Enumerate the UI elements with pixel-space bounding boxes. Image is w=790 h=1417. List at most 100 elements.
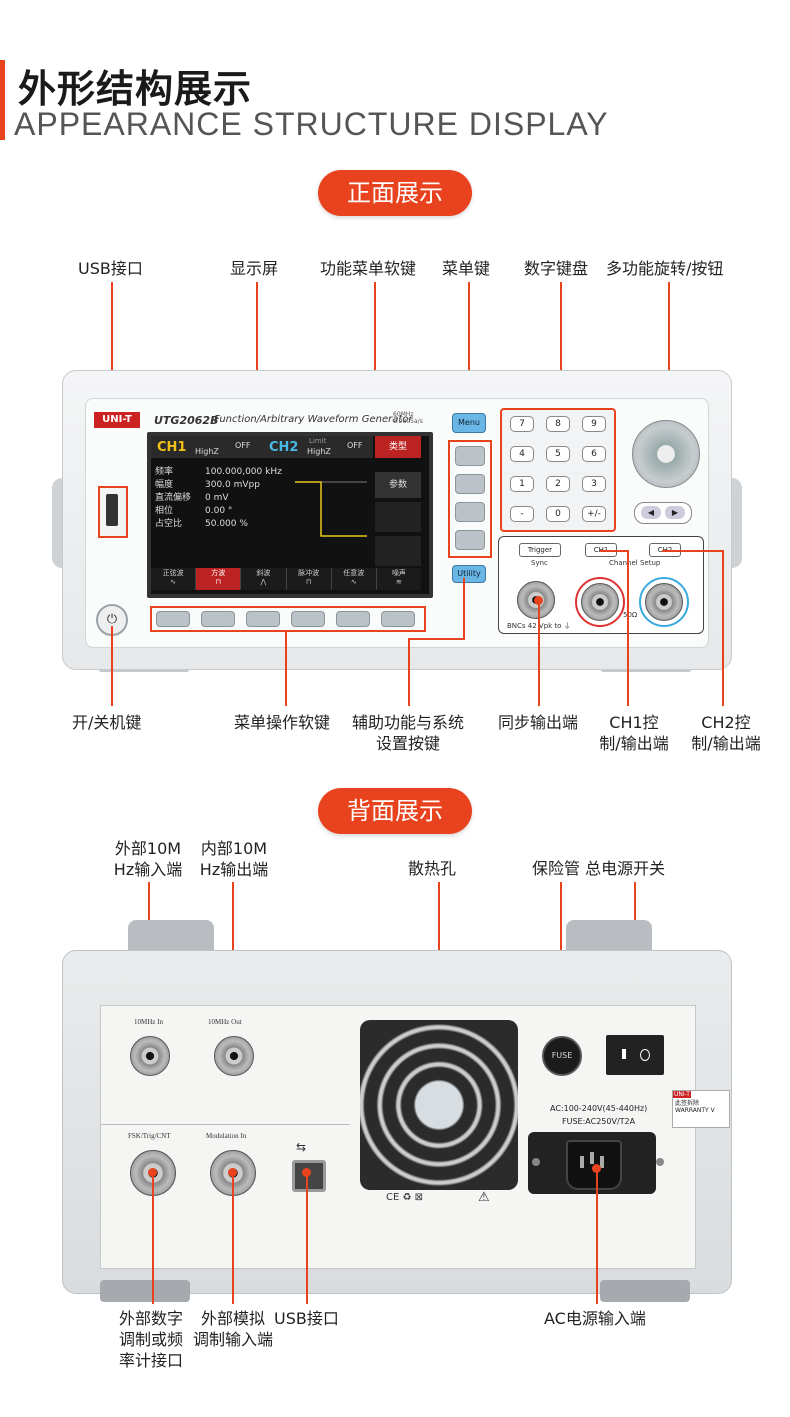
label-fsk: FSK/Trig/CNT [128, 1132, 171, 1140]
function-softkey-2[interactable] [455, 474, 485, 494]
sync-label: Sync [531, 559, 548, 567]
screen-ch2: CH2 [269, 440, 299, 455]
label-menu-softkeys: 菜单操作软键 [234, 713, 331, 732]
screen-side-empty-1 [375, 502, 421, 532]
callout-line-ac [596, 1168, 598, 1304]
utility-button[interactable]: Utility [452, 565, 486, 583]
menu-softkey-3[interactable] [246, 611, 280, 627]
ext-10mhz-in-bnc[interactable] [130, 1036, 170, 1076]
screen-channel-bar: CH1 HighZ OFF CH2 Limit HighZ OFF [151, 436, 373, 458]
label-fuse-switch: 保险管 总电源开关 [532, 859, 666, 878]
key-plus-minus[interactable]: +/- [582, 506, 606, 522]
function-softkey-3[interactable] [455, 502, 485, 522]
screen-side-empty-2 [375, 536, 421, 566]
warranty-sticker: UNI-T 此签拆除 WARRANTY V [672, 1090, 730, 1128]
main-power-switch[interactable] [606, 1035, 664, 1075]
int-10mhz-out-bnc[interactable] [214, 1036, 254, 1076]
key-7[interactable]: 7 [510, 416, 534, 432]
ac-spec: AC:100-240V(45-440Hz) [550, 1104, 648, 1113]
screw-right [656, 1158, 664, 1166]
menu-softkey-1[interactable] [156, 611, 190, 627]
rear-foot-right [600, 1280, 690, 1302]
callout-line-ch2 [722, 550, 724, 706]
key-4[interactable]: 4 [510, 446, 534, 462]
label-usb-port: USB接口 [78, 259, 143, 278]
page-subtitle: APPEARANCE STRUCTURE DISPLAY [14, 106, 609, 142]
screen-ch1-state: OFF [235, 441, 251, 450]
key-minus[interactable]: - [510, 506, 534, 522]
key-0[interactable]: 0 [546, 506, 570, 522]
page-title: 外形结构展示 [18, 67, 253, 111]
wave-tab: 噪声≋ [391, 569, 406, 586]
callout-hline-utility [408, 638, 464, 640]
ch1-output-bnc[interactable] [581, 583, 619, 621]
label-10mhz-in: 10MHz In [134, 1018, 163, 1026]
key-2[interactable]: 2 [546, 476, 570, 492]
label-display: 显示屏 [230, 259, 279, 278]
callout-dot-fsk [148, 1168, 157, 1177]
trigger-button[interactable]: Trigger [519, 543, 561, 557]
arrow-keys: ◀ ▶ [634, 502, 692, 524]
callout-dot-ac [592, 1164, 601, 1173]
rear-usb-port[interactable] [292, 1160, 326, 1192]
menu-button[interactable]: Menu [452, 413, 486, 433]
screen-ch2-limit: Limit [309, 437, 327, 445]
screen-wave-tabs: 正弦波∿ 方波⊓ 斜波⋀ 脉冲波⊓ 任意波∿ 噪声≋ [151, 568, 421, 590]
callout-line-utility [408, 638, 410, 706]
usb-icon: ⇆ [296, 1140, 307, 1154]
function-softkey-4[interactable] [455, 530, 485, 550]
key-8[interactable]: 8 [546, 416, 570, 432]
usb-port[interactable] [98, 486, 128, 538]
fuse-spec: FUSE:AC250V/T2A [562, 1117, 636, 1126]
wave-tab: 正弦波∿ [151, 568, 197, 590]
menu-softkey-6[interactable] [381, 611, 415, 627]
brand-logo: UNI-T [94, 412, 140, 428]
output-section: Trigger CH1 CH2 Sync Channel Setup 50Ω B… [498, 536, 704, 634]
ohm-label: 50Ω [623, 611, 638, 619]
ch2-output-bnc[interactable] [645, 583, 683, 621]
key-5[interactable]: 5 [546, 446, 570, 462]
callout-line-sync [538, 600, 540, 706]
menu-softkey-5[interactable] [336, 611, 370, 627]
rear-foot-left [100, 1280, 190, 1302]
sync-output-bnc[interactable] [517, 581, 555, 619]
wave-tab: 斜波⋀ [241, 568, 287, 590]
wave-tab-active: 方波⊓ [196, 568, 242, 590]
callout-hline-ch2 [662, 550, 724, 552]
key-9[interactable]: 9 [582, 416, 606, 432]
cooling-fan-vent [360, 1020, 518, 1190]
arrow-right-icon[interactable]: ▶ [665, 506, 685, 519]
function-softkeys-group [448, 440, 492, 558]
callout-line-knob [668, 282, 670, 450]
menu-softkey-2[interactable] [201, 611, 235, 627]
fuse-holder[interactable]: FUSE [542, 1036, 582, 1076]
label-utility: 辅助功能与系统设置按键 [351, 713, 464, 753]
callout-dot-sync [534, 596, 543, 605]
key-1[interactable]: 1 [510, 476, 534, 492]
key-6[interactable]: 6 [582, 446, 606, 462]
screen-ch2-state: OFF [347, 441, 363, 450]
label-rear-usb: USB接口 [274, 1309, 339, 1328]
menu-softkey-4[interactable] [291, 611, 325, 627]
header-accent-bar [0, 60, 5, 140]
model-name: UTG2062B [154, 414, 219, 427]
callout-line-ch1 [627, 550, 629, 706]
arrow-left-icon[interactable]: ◀ [641, 506, 661, 519]
label-modulation: 外部模拟调制输入端 [192, 1309, 273, 1349]
wave-tab: 脉冲波⊓ [287, 568, 332, 590]
callout-line-keypad [560, 282, 562, 410]
ac-power-inlet[interactable] [528, 1132, 656, 1194]
label-fsk: 外部数字调制或频率计接口 [118, 1309, 183, 1370]
rear-section-pill: 背面展示 [318, 788, 472, 834]
callout-hline-ch1 [600, 550, 628, 552]
label-keypad: 数字键盘 [524, 259, 589, 278]
key-3[interactable]: 3 [582, 476, 606, 492]
function-softkey-1[interactable] [455, 446, 485, 466]
multifunction-knob[interactable] [632, 420, 700, 488]
